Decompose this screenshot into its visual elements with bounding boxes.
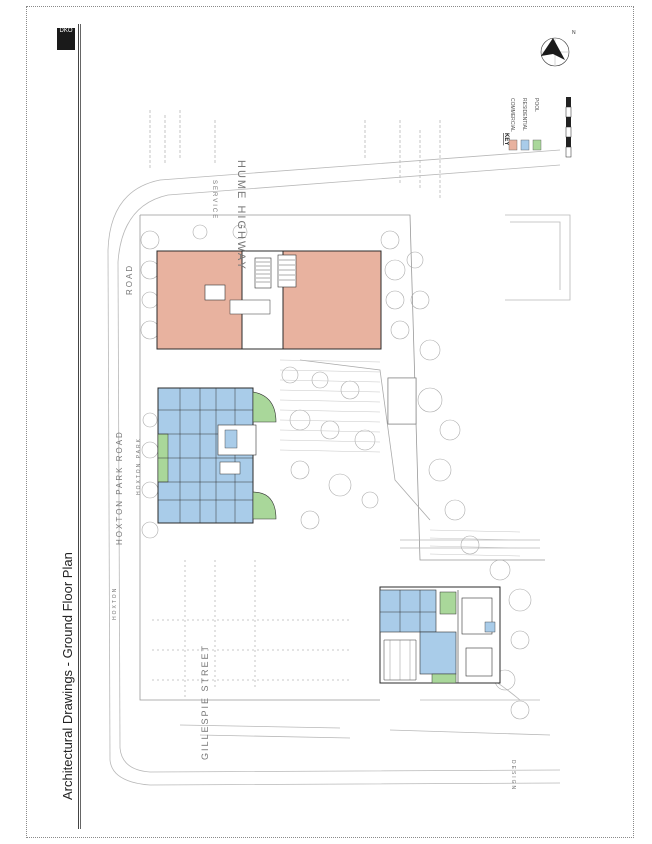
commercial-building <box>156 250 382 350</box>
pavilion <box>387 377 417 425</box>
label-hoxton-park-road: HOXTON PARK ROAD <box>115 430 124 545</box>
label-gillespie-street: GILLESPIE STREET <box>200 644 210 760</box>
label-hume-highway-sub: SERVICE <box>211 180 217 220</box>
label-hoxton-park-sub: HOXTON PARK <box>136 437 142 495</box>
logo-text: DKO <box>59 28 73 34</box>
svg-text:N: N <box>572 30 576 36</box>
legend-swatch-commercial <box>508 139 518 151</box>
legend: KEY COMMERCIAL RESIDENTIAL POOL <box>503 98 542 151</box>
street-labels: HUME HIGHWAY SERVICE HOXTON PARK ROAD HO… <box>112 160 516 791</box>
legend-label-commercial: COMMERCIAL <box>509 98 515 132</box>
label-gillespie-sub: DESIGN <box>510 760 516 791</box>
residential-building-south <box>379 586 501 684</box>
dko-logo: DKO <box>57 28 75 50</box>
sheet-border <box>26 6 634 838</box>
label-road: ROAD <box>125 264 134 295</box>
north-arrow-icon: N <box>540 30 576 67</box>
title-strip <box>58 24 79 829</box>
legend-label-pool: POOL <box>533 98 539 112</box>
label-hume-highway: HUME HIGHWAY <box>235 160 247 271</box>
title-strip-divider <box>80 24 81 829</box>
trees <box>140 224 532 720</box>
legend-swatch-residential <box>520 139 530 151</box>
scale-bar-icon <box>565 97 572 158</box>
legend-label-residential: RESIDENTIAL <box>521 98 527 131</box>
label-hoxton-left: HOXTON <box>112 587 118 620</box>
legend-swatch-pool <box>532 139 542 151</box>
residential-building-north <box>157 387 277 524</box>
legend-heading: KEY <box>503 133 509 145</box>
plaza-pavement <box>279 359 521 557</box>
